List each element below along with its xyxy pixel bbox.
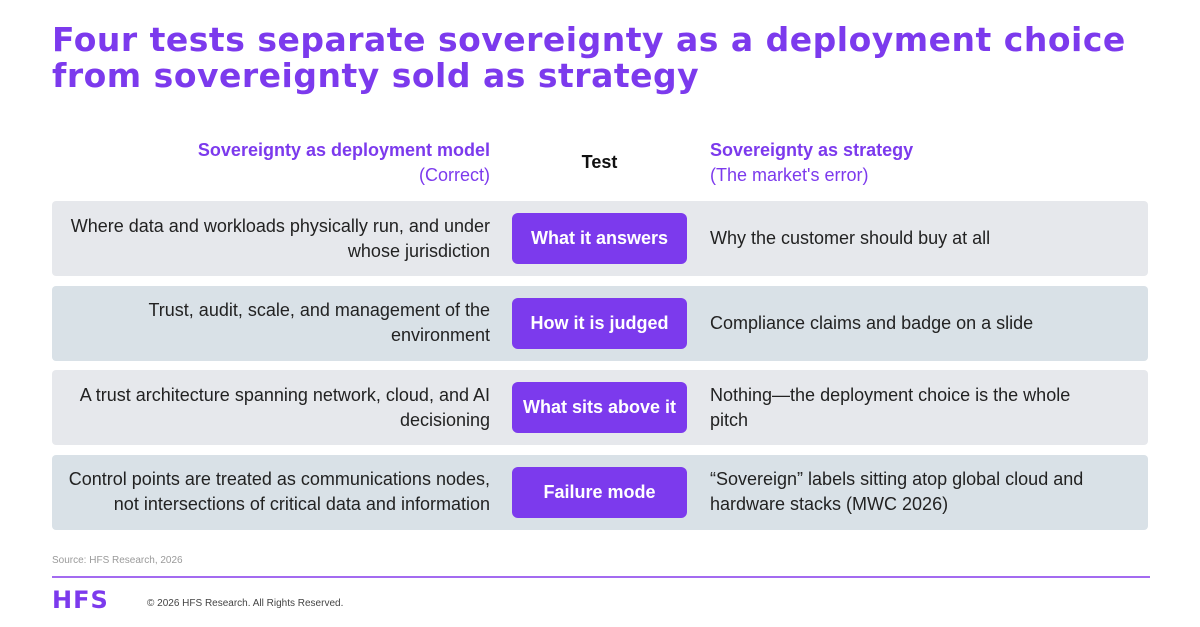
- column-header-test: Test: [581, 152, 618, 172]
- copyright-text: © 2026 HFS Research. All Rights Reserved…: [147, 598, 344, 609]
- hfs-logo: HFS: [52, 586, 109, 614]
- strategy-cell: Compliance claims and badge on a slide: [710, 312, 1034, 333]
- column-header-deployment: Sovereignty as deployment model (Correct…: [52, 138, 490, 188]
- test-pill: What it answers: [512, 213, 687, 264]
- column-header-deployment-title: Sovereignty as deployment model: [197, 140, 490, 160]
- table-row: Control points are treated as communicat…: [52, 454, 1148, 530]
- column-header-deployment-subtitle: (Correct): [419, 165, 490, 185]
- strategy-cell: Why the customer should buy at all: [710, 228, 991, 248]
- table-row: Where data and workloads physically run,…: [52, 201, 1148, 276]
- table-row: A trust architecture spanning network, c…: [52, 370, 1148, 445]
- table-row: Trust, audit, scale, and management of t…: [52, 285, 1148, 361]
- source-note: Source: HFS Research, 2026: [52, 555, 183, 566]
- page-title: Four tests separate sovereignty as a dep…: [52, 20, 1126, 95]
- column-header-strategy: Sovereignty as strategy (The market's er…: [710, 138, 1130, 188]
- deployment-cell: Control points are treated as communicat…: [68, 469, 490, 514]
- column-header-strategy-title: Sovereignty as strategy: [710, 140, 914, 160]
- footer-divider: [52, 576, 1150, 578]
- test-pill: Failure mode: [512, 466, 687, 518]
- deployment-cell: Trust, audit, scale, and management of t…: [148, 300, 490, 345]
- deployment-cell: A trust architecture spanning network, c…: [79, 384, 490, 430]
- test-pill: How it is judged: [512, 297, 687, 349]
- deployment-cell: Where data and workloads physically run,…: [70, 215, 490, 261]
- strategy-cell: “Sovereign” labels sitting atop global c…: [710, 469, 1084, 514]
- comparison-table: Where data and workloads physically run,…: [52, 201, 1148, 539]
- strategy-cell: Nothing—the deployment choice is the who…: [710, 384, 1071, 430]
- column-header-strategy-subtitle: (The market's error): [710, 165, 869, 185]
- test-pill: What sits above it: [512, 382, 687, 433]
